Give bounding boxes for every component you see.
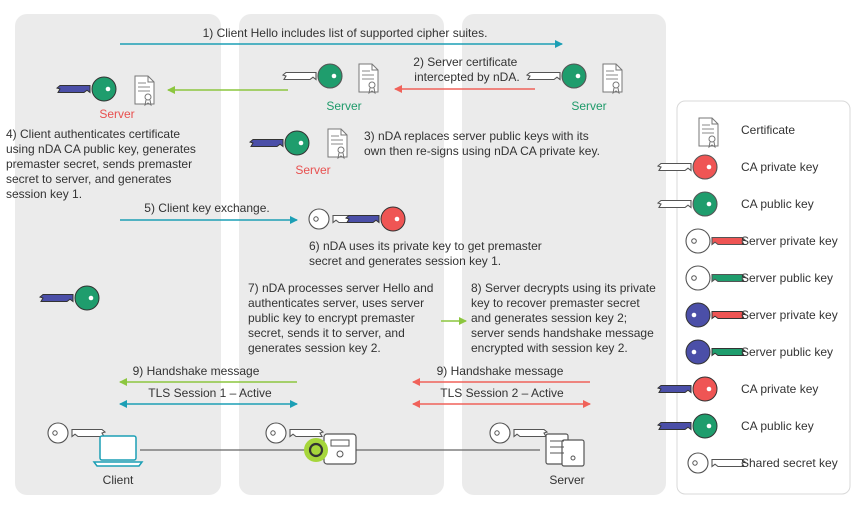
step-6-text: 6) nDA uses its private key to get prema… (309, 239, 545, 268)
laptop-icon (92, 435, 144, 467)
certificate-icon (327, 128, 348, 159)
step-2-text: 2) Server certificate intercepted by nDA… (413, 55, 520, 84)
legend-label: Server private key (741, 308, 838, 322)
certificate-icon (698, 117, 719, 148)
tls-session-2-text: TLS Session 2 – Active (440, 386, 564, 400)
tls-session-1-text: TLS Session 1 – Active (148, 386, 272, 400)
server-label-bottom: Server (549, 473, 584, 487)
step-7-text: 7) nDA processes server Hello and authen… (248, 281, 437, 355)
legend-label: CA private key (741, 160, 818, 174)
legend-label: CA public key (741, 197, 814, 211)
certificate-icon (134, 75, 155, 106)
step-9-text-left: 9) Handshake message (133, 364, 260, 378)
step-3-text: 3) nDA replaces server public keys with … (364, 129, 600, 158)
legend-label: Shared secret key (741, 456, 838, 470)
step-4-text: 4) Client authenticates certificate usin… (6, 127, 199, 201)
certificate-icon (602, 63, 623, 94)
nda-appliance-icon (304, 433, 357, 465)
legend-label: CA private key (741, 382, 818, 396)
client-panel (15, 14, 221, 495)
legend-label: Server public key (741, 345, 833, 359)
legend-label: CA public key (741, 419, 814, 433)
certificate-icon (358, 63, 379, 94)
legend-box (676, 100, 851, 495)
step-5-text: 5) Client key exchange. (144, 201, 269, 215)
legend-label: Server public key (741, 271, 833, 285)
server-label-red: Server (295, 163, 330, 177)
client-label: Client (103, 473, 134, 487)
server-rack-icon (545, 433, 585, 467)
step-9-text-right: 9) Handshake message (437, 364, 564, 378)
legend-label: Certificate (741, 123, 795, 137)
step-8-text: 8) Server decrypts using its private key… (471, 281, 659, 355)
legend-label: Server private key (741, 234, 838, 248)
step-1-text: 1) Client Hello includes list of support… (203, 26, 488, 40)
server-label-green: Server (571, 99, 606, 113)
server-label-red: Server (99, 107, 134, 121)
server-panel (462, 14, 666, 495)
server-label-green: Server (326, 99, 361, 113)
